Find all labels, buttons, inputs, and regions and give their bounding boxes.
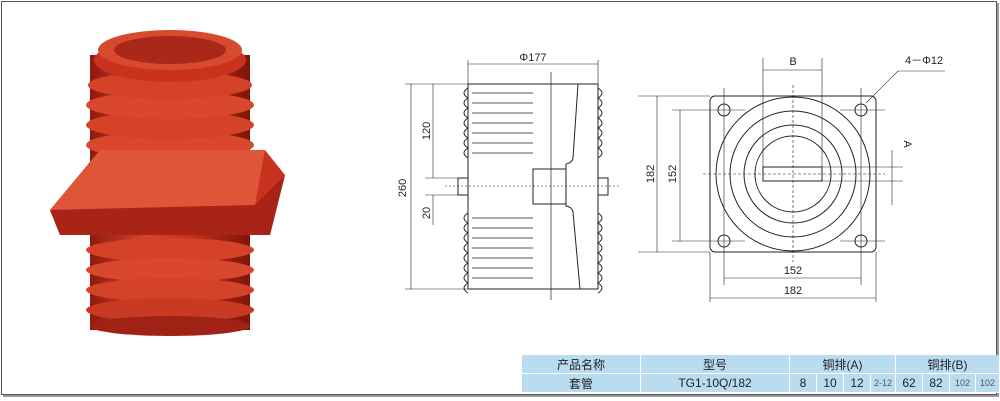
spec-table: 产品名称 型号 铜排(A) 铜排(B) 套管 TG1-10Q/182 8 10 … bbox=[522, 355, 1000, 393]
height-label: 260 bbox=[397, 179, 409, 197]
holes-label: 4－Φ12 bbox=[905, 55, 943, 67]
diameter-label: Φ177 bbox=[519, 52, 546, 64]
cell-model: TG1-10Q/182 bbox=[640, 373, 790, 393]
insulator-photo bbox=[50, 30, 285, 336]
side-view-drawing bbox=[405, 60, 620, 300]
cell-b-4: 102 bbox=[975, 373, 1000, 393]
top-view-drawing bbox=[638, 58, 945, 302]
cell-b-1: 62 bbox=[895, 373, 923, 393]
outer-width-label: 182 bbox=[784, 285, 802, 297]
inner-width-label: 152 bbox=[784, 265, 802, 277]
gap-label: 20 bbox=[421, 207, 433, 219]
lower-sheds bbox=[86, 235, 254, 336]
cell-b-2: 82 bbox=[922, 373, 950, 393]
image-frame bbox=[1, 1, 997, 395]
outer-height-label: 182 bbox=[645, 165, 657, 183]
flange bbox=[50, 150, 285, 235]
cell-a-3: 12 bbox=[843, 373, 871, 393]
cell-a-2: 10 bbox=[816, 373, 844, 393]
cell-name: 套管 bbox=[522, 373, 641, 393]
cell-b-3: 102 bbox=[949, 373, 976, 393]
header-bar-b: 铜排(B) bbox=[895, 355, 1000, 374]
table-row: 套管 TG1-10Q/182 8 10 12 2-12 62 82 102 10… bbox=[522, 373, 1000, 393]
inner-height-label: 152 bbox=[667, 165, 679, 183]
header-model: 型号 bbox=[640, 355, 790, 374]
a-label: A bbox=[901, 140, 913, 148]
b-label: B bbox=[789, 56, 796, 68]
table-header-row: 产品名称 型号 铜排(A) 铜排(B) bbox=[522, 355, 1000, 374]
header-bar-a: 铜排(A) bbox=[789, 355, 896, 374]
cell-a-4: 2-12 bbox=[870, 373, 896, 393]
upper-label: 120 bbox=[421, 122, 433, 140]
cell-a-1: 8 bbox=[789, 373, 817, 393]
header-name: 产品名称 bbox=[522, 355, 641, 374]
